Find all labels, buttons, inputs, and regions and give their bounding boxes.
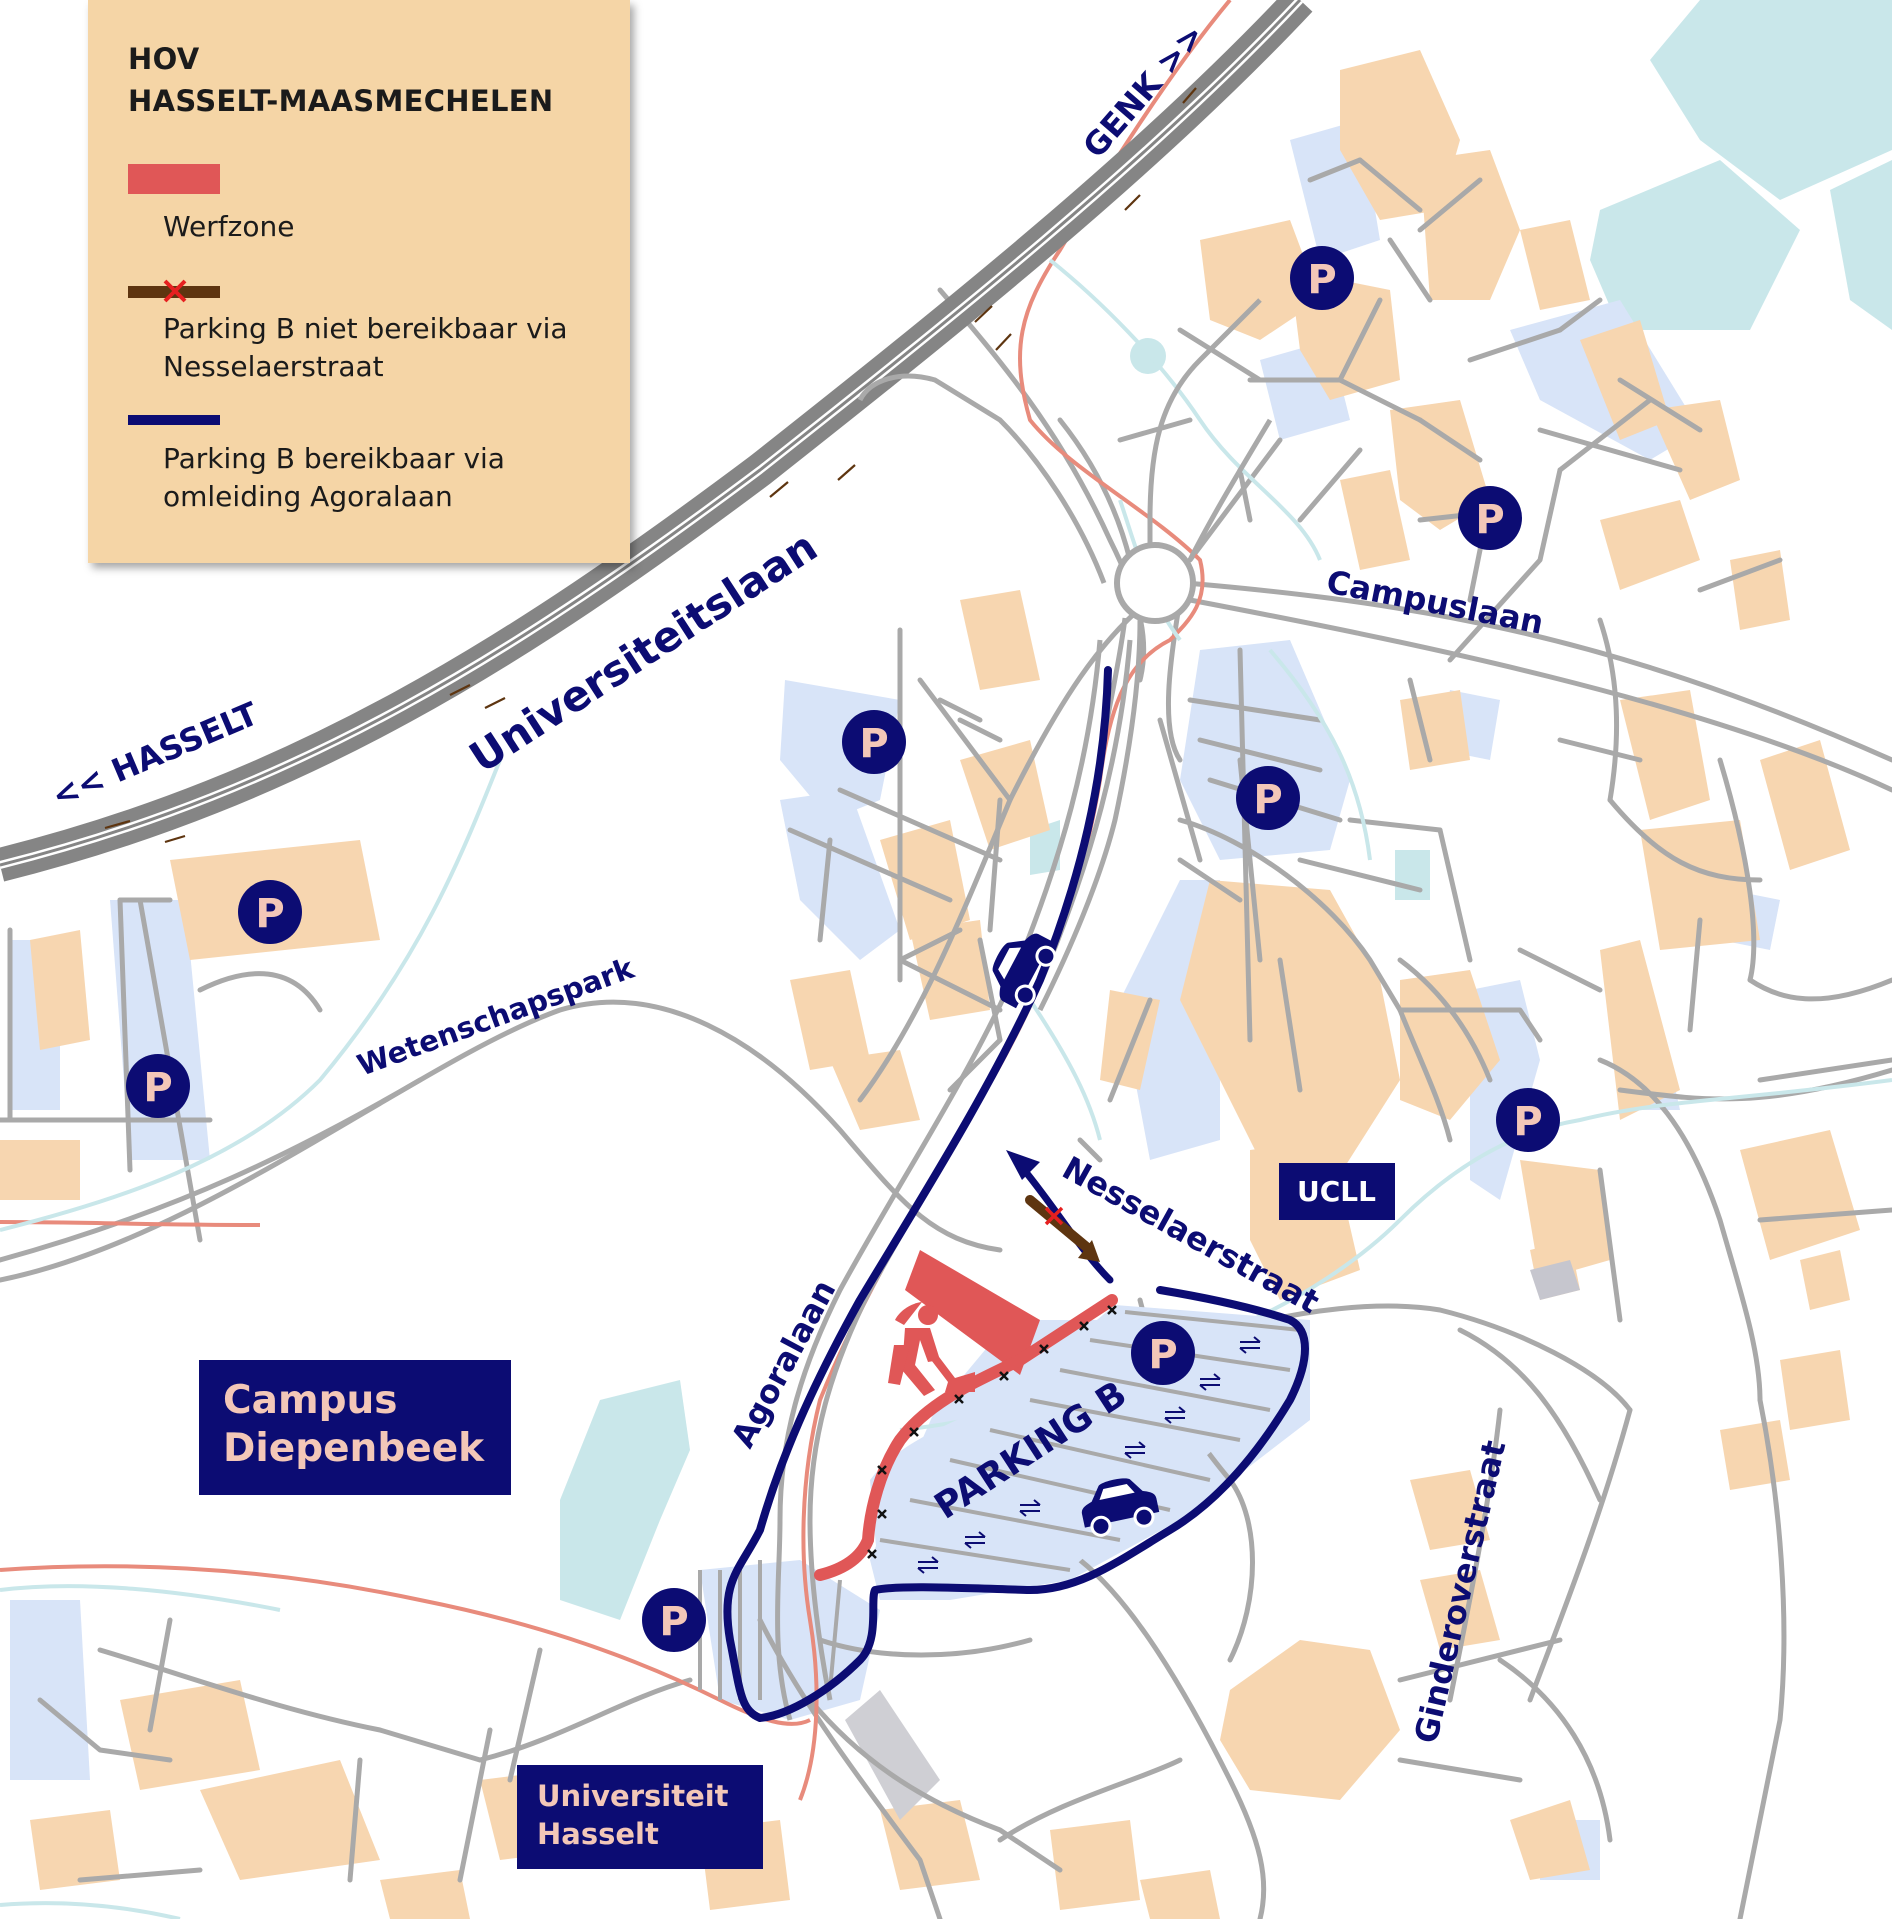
legend-panel: HOV HASSELT-MAASMECHELEN Werfzone Parkin… [88,0,630,563]
legend-title-line1: HOV [128,42,200,76]
svg-text:P: P [1307,257,1336,303]
waterways [0,258,1892,1919]
legend-item-parking-detour: Parking B bereikbaar via omleiding Agora… [163,442,505,513]
red-x-icon [163,279,187,303]
grey-buildings [845,1260,1580,1820]
barrier-crosses [867,1305,1117,1559]
svg-text:P: P [1253,777,1282,823]
uhasselt-box: Universiteit Hasselt [517,1765,763,1869]
svg-text:P: P [659,1599,688,1645]
ucll-label: UCLL [1297,1175,1376,1208]
legend-item-werfzone: Werfzone [163,210,295,243]
legend-item-parking-not-reachable: Parking B niet bereikbaar via Nesselaers… [163,312,568,383]
parking-markers: P P P P P P P P P [126,246,1560,1652]
work-zone-swatch [128,164,220,194]
highway-arrows [104,87,1197,844]
svg-text:P: P [1513,1099,1542,1145]
parking-marker: P [1131,1321,1195,1385]
detour-route [723,666,1309,1722]
svg-text:P: P [1475,497,1504,543]
parking-marker: P [642,1588,706,1652]
legend-title-line2: HASSELT-MAASMECHELEN [128,84,554,118]
parking-marker: P [238,880,302,944]
parking-marker: P [1496,1088,1560,1152]
construction-worker-icon [888,1302,975,1396]
car-icon [1081,1478,1160,1537]
legend-title: HOV HASSELT-MAASMECHELEN [128,38,553,122]
svg-text:P: P [859,721,888,767]
water-areas [560,0,1892,1620]
blocked-x-icon [1044,1206,1064,1226]
uhasselt-label-line2: Hasselt [537,1817,659,1851]
campus-label-line2: Diepenbeek [223,1426,485,1471]
car-icon [992,933,1057,1009]
parking-marker: P [126,1054,190,1118]
lane-arrows [917,1336,1261,1574]
campus-diepenbeek-box: Campus Diepenbeek [199,1360,511,1495]
street-wetenschapspark: Wetenschapspark [353,951,639,1083]
parking-marker: P [1290,246,1354,310]
svg-text:P: P [255,891,284,937]
parking-marker: P [842,710,906,774]
detour-route-swatch [128,415,220,425]
street-campuslaan: Campuslaan [1323,563,1546,642]
nesselaerstraat-arrow [1006,1150,1114,1284]
ucll-box: UCLL [1279,1163,1395,1220]
roundabout [857,298,1273,1012]
campus-label-line1: Campus [223,1378,398,1423]
svg-text:P: P [143,1065,172,1111]
parking-marker: P [1458,486,1522,550]
parking-marker: P [1236,766,1300,830]
uhasselt-label-line1: Universiteit [537,1779,729,1813]
highway [0,0,1313,882]
svg-text:P: P [1148,1332,1177,1378]
parking-b-area [870,1305,1310,1590]
